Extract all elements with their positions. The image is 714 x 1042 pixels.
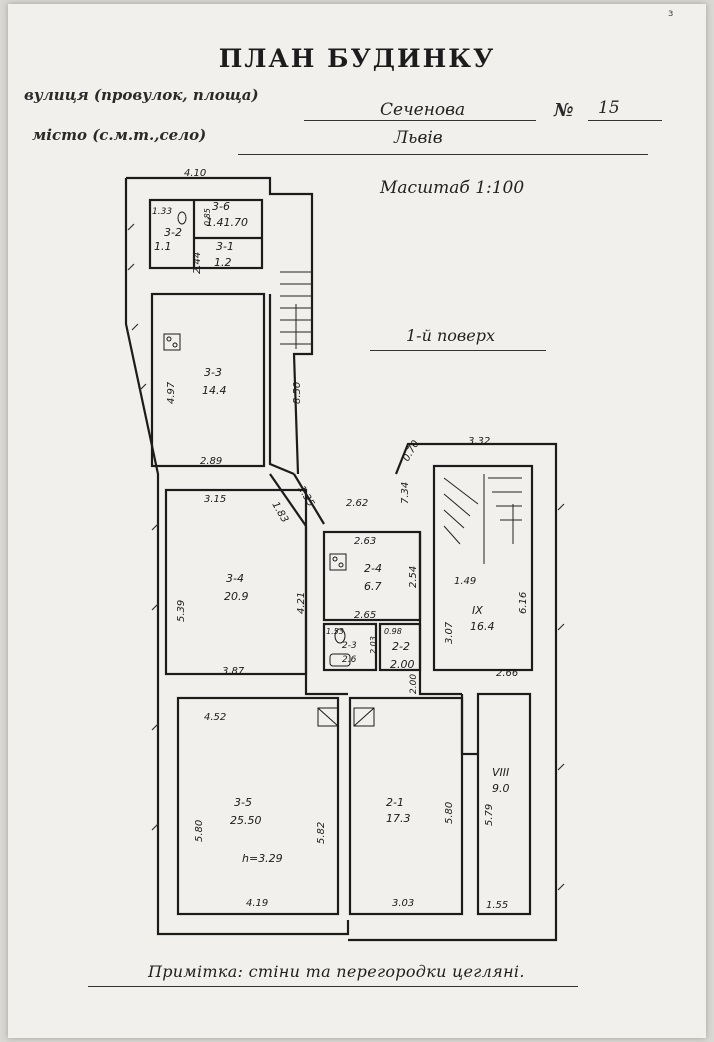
room-id: 3-1	[216, 240, 234, 253]
dimension-label: 3.15	[204, 494, 226, 505]
scale-label: Масштаб 1:100	[380, 178, 525, 198]
dimension-label: 2.62	[346, 498, 368, 509]
dimension-label: 1.55	[486, 900, 508, 911]
room-area: 1.41.70	[206, 216, 248, 229]
city-underline	[238, 154, 648, 155]
toilet-icon	[177, 211, 187, 225]
room-area: 14.4	[202, 384, 227, 397]
dimension-label: 7.34	[400, 482, 411, 504]
footer-note: Примітка: стіни та перегородки цегляні.	[148, 962, 525, 981]
room-id: 3-5	[234, 796, 252, 809]
dimension-label: 3.87	[222, 666, 245, 677]
room-id: 3-3	[204, 366, 222, 379]
dimension-label: 2.66	[496, 668, 518, 679]
wall-room-2-1	[348, 696, 464, 916]
vent-icon	[317, 707, 339, 727]
dimension-label: 8.50	[292, 382, 303, 404]
plan-sheet: з ПЛАН БУДИНКУ вулиця (провулок, площа) …	[8, 4, 706, 1038]
document-title: ПЛАН БУДИНКУ	[218, 44, 496, 73]
room-area: 20.9	[224, 590, 249, 603]
wall-wc-block	[148, 198, 264, 270]
height-note: h=3.29	[242, 852, 283, 865]
stove-icon	[329, 553, 347, 571]
corner-mark: з	[668, 8, 674, 19]
number-value: 15	[598, 98, 620, 118]
room-id: VIII	[492, 766, 509, 779]
dimension-label: 3.03	[392, 898, 414, 909]
dimension-label: 5.80	[444, 802, 455, 824]
dimension-label: 4.19	[246, 898, 268, 909]
dimension-label: 0.98	[384, 627, 402, 636]
dimension-label: 0.70	[401, 439, 422, 464]
dimension-label: 2.54	[408, 566, 419, 588]
room-area: 6.7	[364, 580, 382, 593]
dimension-label: 4.52	[204, 712, 226, 723]
dimension-label: 2.03	[369, 636, 378, 654]
dimension-label: 5.80	[194, 820, 205, 842]
dimension-label: 5.79	[484, 804, 495, 826]
room-id: IX	[472, 604, 483, 617]
dimension-label: 5.39	[176, 600, 187, 622]
room-area: 2.6	[342, 655, 357, 665]
room-id: 3-2	[164, 226, 182, 239]
room-id: 2-2	[392, 640, 410, 653]
bathtub-icon	[329, 653, 351, 667]
floor-plan: 3-6 1.41.70 3-2 1.1 3-1 1.2 3-3 14.4 3-4…	[124, 168, 565, 942]
dimension-label: 1.83	[269, 500, 290, 525]
dimension-label: 4.21	[296, 592, 307, 614]
dimension-label: 3.07	[444, 621, 455, 644]
room-area: 16.4	[470, 620, 495, 633]
dimension-label: 6.16	[518, 592, 529, 614]
room-area: 2.00	[390, 658, 415, 671]
stove-icon	[163, 333, 181, 351]
dimension-label: 2.89	[200, 456, 222, 467]
dimension-label: 5.82	[316, 822, 327, 844]
street-value: Сеченова	[380, 100, 466, 120]
street-label: вулиця (провулок, площа)	[24, 86, 259, 104]
room-id: 2-1	[386, 796, 404, 809]
room-id: 2-3	[342, 641, 357, 651]
toilet-icon	[334, 628, 346, 644]
wall-room-3-3	[150, 292, 266, 468]
room-id: 2-4	[364, 562, 382, 575]
wall-room-3-5	[176, 696, 340, 916]
room-area: 25.50	[230, 814, 262, 827]
room-area: 1.1	[154, 240, 172, 253]
outer-wall-top	[126, 176, 314, 475]
room-id: 3-4	[226, 572, 244, 585]
city-value: Львів	[394, 128, 443, 148]
room-id: 3-6	[212, 200, 230, 213]
outer-wall-left	[124, 178, 350, 936]
dimension-label: 2.63	[354, 536, 376, 547]
number-label: №	[554, 100, 574, 121]
note-underline	[88, 986, 578, 987]
wall-room-IX	[432, 464, 534, 672]
dimension-label: 1.33	[152, 207, 172, 217]
floor-underline	[370, 350, 546, 351]
dimension-label: 4.10	[184, 168, 206, 179]
street-underline	[304, 120, 536, 121]
dimension-label: 1.35	[295, 484, 316, 509]
dimension-label: 0.85	[203, 208, 212, 226]
dimension-label: 1.53	[326, 627, 344, 636]
wall-room-VIII	[476, 692, 532, 916]
room-area: 9.0	[492, 782, 510, 795]
floor-label: 1-й поверх	[406, 326, 495, 345]
dimension-label: 4.97	[166, 381, 177, 404]
dimension-label: 2.00	[409, 674, 419, 694]
vent-icon	[353, 707, 375, 727]
city-label: місто (с.м.т.,село)	[32, 126, 207, 144]
room-area: 1.2	[214, 256, 232, 269]
number-underline	[588, 120, 662, 121]
room-area: 17.3	[386, 812, 411, 825]
dimension-label: 3.32	[468, 436, 490, 447]
dimension-label: 2.44	[192, 252, 203, 274]
outer-wall-right	[348, 442, 558, 942]
dimension-label: 2.65	[354, 610, 376, 621]
dimension-label: 1.49	[454, 576, 476, 587]
wall-room-2-3	[322, 622, 378, 672]
